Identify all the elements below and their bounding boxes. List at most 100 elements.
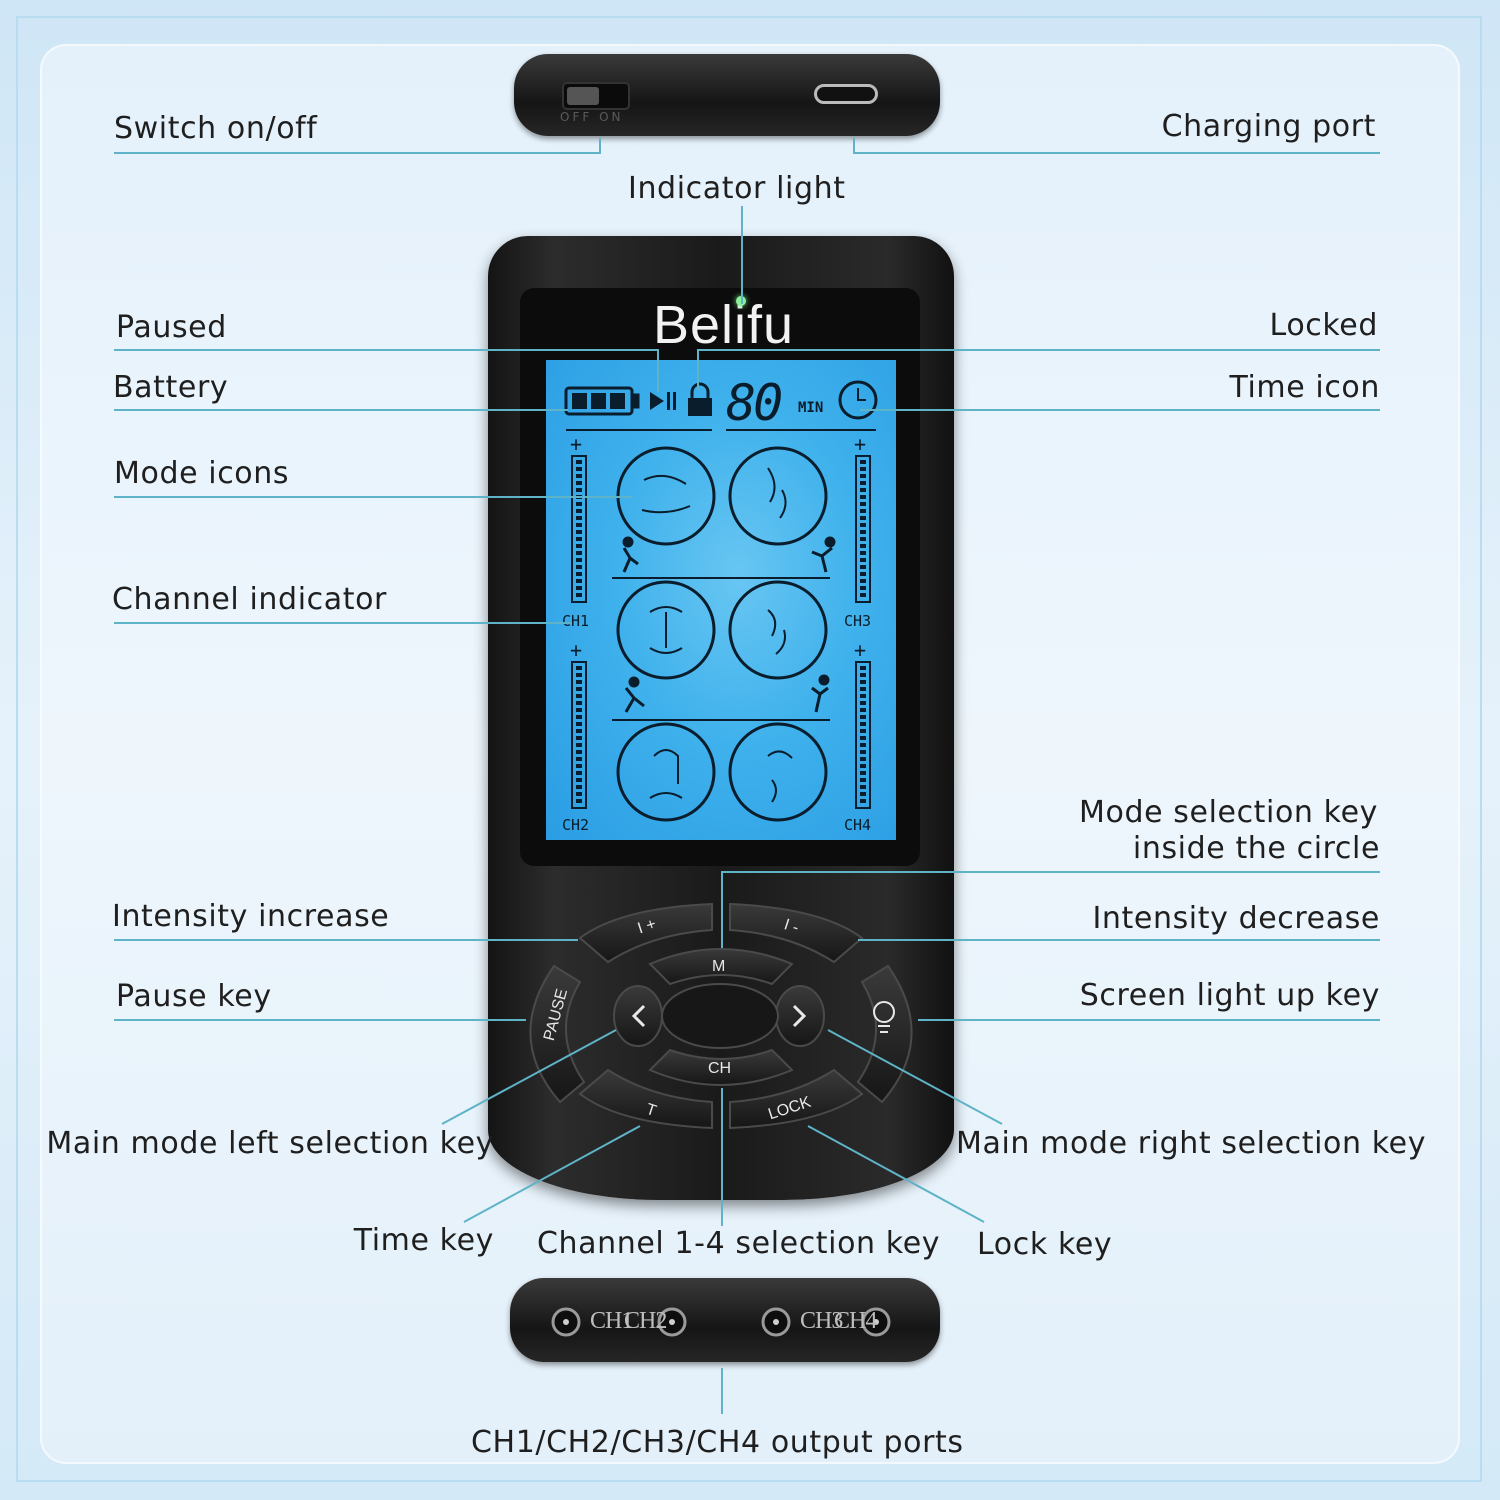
device-top-view: OFF ON [514, 54, 940, 136]
intensity-segment [860, 579, 866, 583]
label-screen-light: Screen light up key [1079, 978, 1380, 1013]
intensity-segment [576, 799, 582, 803]
mode-icon-6 [728, 722, 828, 822]
intensity-segment [860, 757, 866, 761]
label-intensity-decrease: Intensity decrease [1092, 901, 1380, 936]
intensity-segment [576, 537, 582, 541]
intensity-increase-key [578, 902, 713, 964]
intensity-segment [576, 523, 582, 527]
label-channel-select: Channel 1-4 selection key [537, 1226, 941, 1261]
center-key [661, 983, 779, 1049]
intensity-segment [860, 680, 866, 684]
time-key-shape [578, 1068, 713, 1130]
label-battery: Battery [113, 370, 229, 405]
mode-icon-3 [616, 580, 716, 680]
port-label-ch4: CH4 [834, 1308, 877, 1334]
chevron-left-icon [631, 1004, 646, 1028]
lock-key-shape [729, 1068, 864, 1130]
label-main-right: Main mode right selection key [956, 1126, 1427, 1161]
power-switch[interactable] [562, 82, 630, 110]
ch4-plus: + [854, 638, 867, 662]
intensity-segment [860, 750, 866, 754]
ch1-label: CH1 [562, 612, 590, 630]
intensity-segment [860, 799, 866, 803]
brand-logo: Belifu [653, 295, 795, 355]
intensity-segment [860, 673, 866, 677]
intensity-segment [576, 673, 582, 677]
intensity-segment [576, 715, 582, 719]
intensity-segment [576, 722, 582, 726]
intensity-segment [860, 516, 866, 520]
ch-key [648, 1048, 794, 1086]
channel-intensity-bars [571, 455, 871, 809]
label-time-icon: Time icon [1229, 370, 1380, 405]
label-intensity-increase: Intensity increase [112, 899, 390, 934]
intensity-segment [860, 715, 866, 719]
ch2-plus: + [570, 638, 583, 662]
mode-icon-4 [728, 580, 828, 680]
intensity-segment [576, 481, 582, 485]
intensity-segment [860, 792, 866, 796]
intensity-segment [860, 509, 866, 513]
intensity-segment [576, 771, 582, 775]
intensity-segment [860, 481, 866, 485]
clock-icon [838, 380, 878, 420]
label-main-left: Main mode left selection key [46, 1126, 494, 1161]
intensity-segment [860, 558, 866, 562]
lcd-screen: 80 MIN + + CH1 CH3 + + CH2 CH4 [546, 360, 896, 840]
intensity-segment [576, 586, 582, 590]
mode-icon-2 [728, 446, 828, 546]
label-switch: Switch on/off [114, 111, 318, 146]
intensity-segment [576, 729, 582, 733]
intensity-segment [860, 729, 866, 733]
intensity-segment [576, 488, 582, 492]
play-pause-icon [650, 392, 664, 410]
time-digits: 80 [726, 374, 783, 432]
intensity-segment [576, 750, 582, 754]
intensity-segment [576, 509, 582, 513]
chevron-right-icon [792, 1004, 807, 1028]
time-unit: MIN [798, 400, 824, 416]
intensity-segment [860, 764, 866, 768]
intensity-segment [576, 460, 582, 464]
label-pause-key: Pause key [116, 979, 272, 1014]
outer-border [16, 16, 1482, 1482]
intensity-segment [860, 586, 866, 590]
intensity-segment [860, 537, 866, 541]
label-mode-selection-1: Mode selection key [1079, 795, 1378, 830]
intensity-segment [576, 551, 582, 555]
intensity-segment [860, 572, 866, 576]
runner-icon [622, 547, 639, 573]
intensity-segment [576, 680, 582, 684]
charging-port-icon [814, 84, 878, 104]
dancer-icon [811, 546, 833, 573]
label-indicator-light: Indicator light [628, 171, 846, 206]
mode-key [648, 948, 794, 986]
intensity-decrease-key [729, 902, 864, 964]
intensity-segment [576, 558, 582, 562]
intensity-segment [576, 778, 582, 782]
intensity-segment [576, 792, 582, 796]
intensity-segment [576, 736, 582, 740]
label-channel-indicator: Channel indicator [112, 582, 387, 617]
intensity-segment [860, 708, 866, 712]
intensity-segment [576, 743, 582, 747]
intensity-segment [576, 530, 582, 534]
intensity-segment [860, 502, 866, 506]
device-body: Belifu [488, 236, 954, 1200]
intensity-segment [860, 551, 866, 555]
mode-icon-5 [616, 722, 716, 822]
ch3-label: CH3 [844, 612, 872, 630]
intensity-segment [860, 523, 866, 527]
intensity-segment [860, 722, 866, 726]
label-charging-port: Charging port [1161, 109, 1376, 144]
intensity-segment [860, 778, 866, 782]
port-label-ch1: CH1 [590, 1308, 633, 1334]
intensity-segment [576, 666, 582, 670]
port-label-ch3: CH3 [800, 1308, 843, 1334]
intensity-segment [576, 701, 582, 705]
key-label-ch: CH [708, 1060, 732, 1077]
intensity-segment [576, 579, 582, 583]
intensity-segment [860, 785, 866, 789]
intensity-segment [860, 565, 866, 569]
